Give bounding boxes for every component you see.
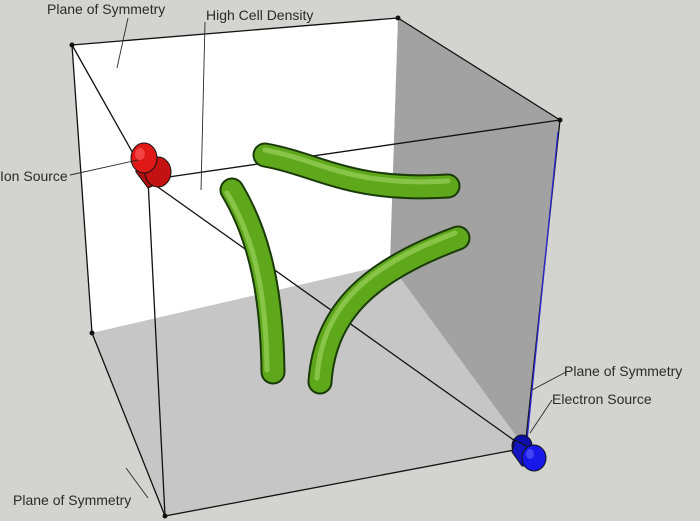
label-plane-of-symmetry-right: Plane of Symmetry <box>564 363 682 379</box>
electron-source-blue-cylinder-icon <box>511 434 547 472</box>
label-plane-of-symmetry-bottom: Plane of Symmetry <box>13 492 131 508</box>
ion-source-red-cylinder-icon <box>130 142 172 189</box>
floor-face <box>92 264 525 516</box>
leader-lines <box>69 17 567 499</box>
label-high-cell-density: High Cell Density <box>206 7 313 23</box>
back-face <box>72 18 398 333</box>
tube-right <box>307 225 471 395</box>
tubes <box>219 142 471 395</box>
label-electron-source: Electron Source <box>552 391 652 407</box>
blue-edge <box>526 131 559 441</box>
tube-top <box>252 142 461 200</box>
label-ion-source: Ion Source <box>0 168 68 184</box>
label-plane-of-symmetry-top: Plane of Symmetry <box>47 1 165 17</box>
right-face <box>390 18 560 448</box>
tube-left <box>219 177 286 385</box>
